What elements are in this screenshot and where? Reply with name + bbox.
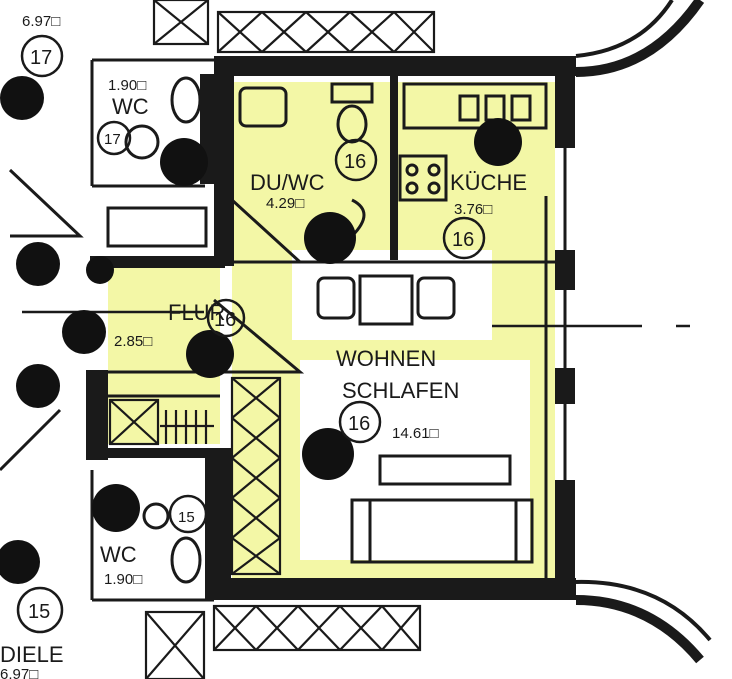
wohnen-number: 16 — [348, 413, 370, 435]
interior-white — [292, 250, 530, 560]
wc-top-number: 17 — [104, 131, 121, 148]
fixtures — [0, 76, 548, 584]
wc-top-area: 1.90□ — [108, 77, 146, 94]
wc-bottom-number: 15 — [178, 509, 195, 526]
du-wc-number: 16 — [344, 151, 366, 173]
wohnen-area: 14.61□ — [392, 425, 439, 442]
marker-dots — [0, 76, 522, 584]
flur-number: 16 — [214, 309, 236, 331]
top-window-hatch — [152, 0, 436, 54]
wc-bottom-name: WC — [100, 542, 137, 567]
wc-top-name: WC — [112, 94, 149, 119]
section-lines — [22, 310, 690, 328]
du-wc-area: 4.29□ — [266, 195, 304, 212]
top-left-area: 6.97□ — [22, 13, 60, 30]
number-circles — [16, 34, 486, 634]
wohnen-name-line2: SCHLAFEN — [342, 378, 459, 403]
du-wc-name: DU/WC — [250, 170, 325, 195]
wardrobe-hatch — [108, 376, 282, 576]
diele-area: 6.97□ — [0, 666, 38, 679]
walls — [86, 56, 576, 600]
diele-name: DIELE — [0, 642, 64, 667]
curved-walls — [575, 0, 712, 664]
bottom-window-hatch — [144, 604, 422, 679]
top-left-number: 17 — [30, 47, 52, 69]
flur-name: FLUR — [168, 300, 225, 325]
diele-number: 15 — [28, 601, 50, 623]
kueche-area: 3.76□ — [454, 201, 492, 218]
kueche-number: 16 — [452, 229, 474, 251]
kueche-name: KÜCHE — [450, 170, 527, 195]
wohnen-name-line1: WOHNEN — [336, 346, 436, 371]
flur-area: 2.85□ — [114, 333, 152, 350]
wc-bottom-area: 1.90□ — [104, 571, 142, 588]
